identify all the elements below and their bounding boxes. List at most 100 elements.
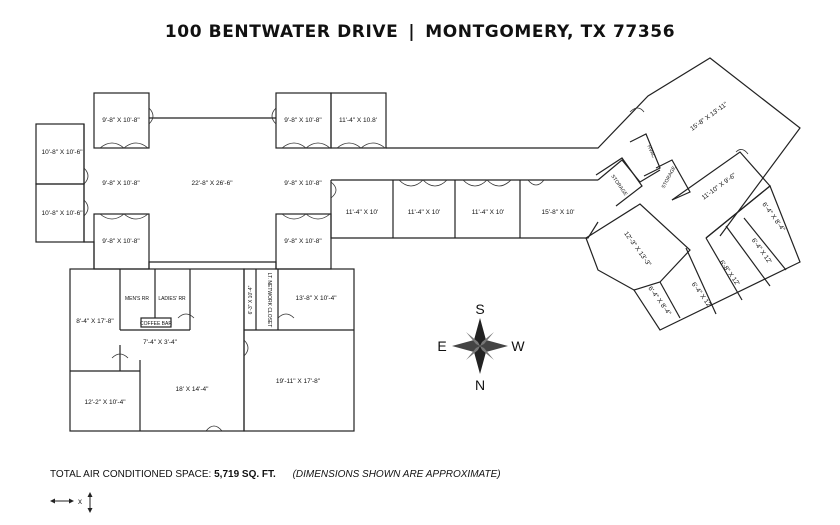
wall <box>386 57 801 237</box>
compass-point <box>480 340 508 352</box>
room-label: 13'-8" X 10'-4" <box>295 295 337 302</box>
door-arc <box>281 213 307 220</box>
room-label: STORAGE <box>661 165 678 190</box>
room-label: 11'-4" X 10' <box>472 209 505 216</box>
door-arc <box>83 167 89 185</box>
door-arc <box>281 142 307 149</box>
compass-point <box>452 340 480 352</box>
wall <box>330 180 599 239</box>
door-arc <box>486 179 512 187</box>
compass-point <box>474 346 486 374</box>
dimension-legend-icon: x <box>50 492 93 513</box>
compass-east: E <box>437 338 446 354</box>
corridor-walls <box>330 57 801 239</box>
east-wing-walls <box>585 133 801 331</box>
wall <box>725 225 771 287</box>
area-value: 5,719 SQ. FT. <box>214 469 276 480</box>
room-outline <box>243 268 355 432</box>
wall <box>629 133 661 177</box>
room-label: 8'-4" X 17'-8" <box>76 318 114 325</box>
door-arc <box>205 425 223 432</box>
door-arc <box>111 353 129 359</box>
wall <box>148 261 277 269</box>
door-arc <box>148 107 154 125</box>
room-label: 15'-8" X 10' <box>542 209 575 216</box>
wall <box>659 281 681 319</box>
room-label: 6'-4" X 8'-4" <box>646 285 672 317</box>
door-arc <box>277 313 295 319</box>
wall <box>705 237 743 301</box>
area-label: TOTAL AIR CONDITIONED SPACE: <box>50 469 212 480</box>
room-label: 9'-8" X 10'-8" <box>102 238 140 245</box>
room-label: 9'-8" X 10'-8" <box>102 117 140 124</box>
door-arc <box>360 142 386 149</box>
door-arc <box>83 199 89 217</box>
compass-point <box>466 346 480 360</box>
door-arc <box>99 142 125 149</box>
room-label: 12'-2" X 10'-4" <box>84 399 126 406</box>
city: MONTGOMERY, TX 77356 <box>425 22 676 42</box>
compass-south: S <box>475 301 484 317</box>
coffee-bar-outline <box>140 317 172 328</box>
room-outline <box>69 268 245 432</box>
door-arc <box>629 107 645 113</box>
room-label: 9'-8" X 10'-8" <box>102 180 140 187</box>
room-label: 9'-8" X 10'-8" <box>284 180 322 187</box>
room-label: 18' X 14'-4" <box>176 386 210 393</box>
door-arc <box>305 213 331 220</box>
room-label: 9'-8" X 10'-8" <box>284 238 322 245</box>
room-label: 6'-4" X 12' <box>690 281 713 309</box>
door-arc <box>330 181 337 199</box>
door-arc <box>123 142 149 149</box>
room-label: 12'-3" X 13'-3" <box>622 230 652 268</box>
room-label: 6'-3" X 10'-4" <box>248 285 254 314</box>
page-title: 100 BENTWATER DRIVE | MONTGOMERY, TX 77356 <box>0 22 840 42</box>
door-arc <box>177 313 195 319</box>
dimension-legend: x <box>50 492 100 516</box>
footer: TOTAL AIR CONDITIONED SPACE: 5,719 SQ. F… <box>50 469 501 480</box>
door-arc <box>123 213 149 220</box>
door-arc <box>305 142 331 149</box>
wall <box>655 159 691 201</box>
room-label: 10'-8" X 10'-6" <box>41 149 83 156</box>
door-arc <box>462 179 488 187</box>
room-label: STORAGE <box>609 174 628 198</box>
room-label: 11'-4" X 10.8' <box>339 117 377 124</box>
wall <box>685 247 717 315</box>
room-label: 10'-8" X 10'-6" <box>41 210 83 217</box>
room-label: 22'-8" X 26'-6" <box>191 180 233 187</box>
room-label: COFFEE BAR <box>140 321 172 327</box>
room-label: 9'-8" X 10'-8" <box>284 117 322 124</box>
room-label: LT. NETWORK CLOSET <box>266 273 272 328</box>
door-arc <box>336 142 362 149</box>
doors <box>83 107 749 432</box>
wall <box>633 185 801 331</box>
door-arc <box>735 149 749 155</box>
door-arc <box>243 339 249 357</box>
wall <box>743 217 787 271</box>
room-label: HVAC <box>645 144 656 159</box>
wall <box>597 159 661 183</box>
title-separator: | <box>408 22 416 42</box>
room-outline <box>93 92 150 149</box>
door-arc <box>527 179 545 186</box>
left-wing-walls <box>35 92 387 432</box>
address: 100 BENTWATER DRIVE <box>164 22 399 42</box>
door-arc <box>422 179 448 187</box>
room-label: 15'-8" X 13'-11" <box>689 101 729 133</box>
door-arc <box>271 107 277 125</box>
compass-north: N <box>475 377 485 393</box>
room-label: 11'-4" X 10' <box>408 209 441 216</box>
room-label: 7'-4" X 3'-4" <box>143 339 178 346</box>
door-arc <box>398 179 424 187</box>
room-label: 11'-4" X 10' <box>346 209 379 216</box>
room-labels: 9'-8" X 10'-8" 10'-8" X 10'-6" 10'-8" X … <box>41 101 786 406</box>
room-label: MEN'S RR <box>125 296 149 302</box>
compass-point <box>466 332 480 346</box>
room-outline <box>330 92 387 149</box>
dimensions-note: (DIMENSIONS SHOWN ARE APPROXIMATE) <box>292 469 501 480</box>
compass-point <box>480 332 494 346</box>
wall <box>595 157 643 207</box>
room-label: LADIES' RR <box>158 296 186 302</box>
